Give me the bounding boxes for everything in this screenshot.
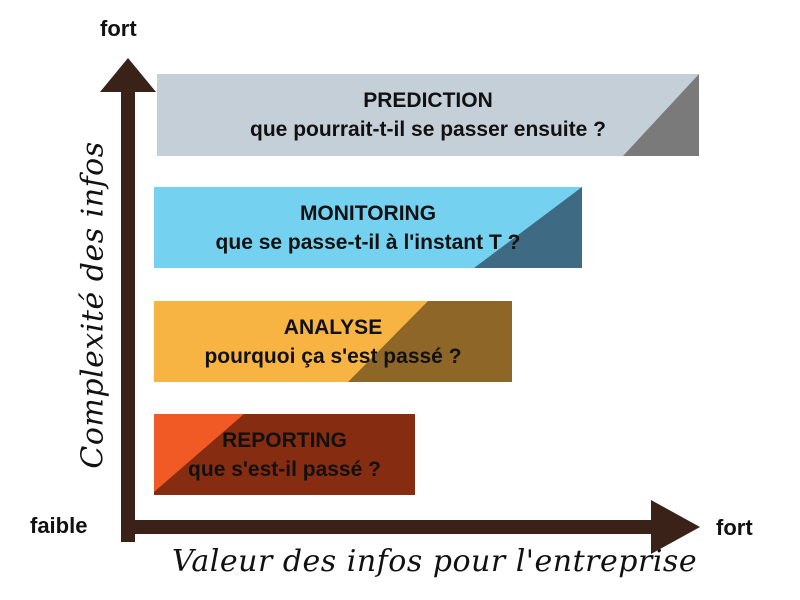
x-axis-high-label: fort	[716, 515, 753, 540]
band-monitoring: MONITORING que se passe-t-il à l'instant…	[154, 187, 582, 268]
band-monitoring-shade	[474, 187, 582, 268]
band-analyse: ANALYSE pourquoi ça s'est passé ?	[154, 301, 512, 382]
band-analyse-shade	[348, 301, 512, 382]
y-axis-title: Complexité des infos	[75, 141, 111, 469]
band-prediction-fill	[157, 74, 699, 156]
band-prediction-title: PREDICTION	[363, 89, 493, 112]
band-monitoring-background	[154, 187, 582, 268]
band-analyse-background	[154, 301, 512, 382]
band-monitoring-text: MONITORING que se passe-t-il à l'instant…	[154, 187, 582, 268]
band-analyse-title: ANALYSE	[283, 315, 383, 339]
y-axis-line	[121, 82, 135, 542]
origin-low-label: faible	[30, 513, 88, 538]
band-monitoring-subtitle: que se passe-t-il à l'instant T ?	[215, 230, 521, 254]
band-prediction-shade	[623, 74, 699, 156]
band-prediction-subtitle: que pourrait-t-il se passer ensuite ?	[250, 118, 606, 141]
band-reporting-subtitle: que s'est-il passé ?	[188, 457, 381, 481]
band-prediction: PREDICTION que pourrait-t-il se passer e…	[157, 74, 699, 156]
band-reporting-shade	[154, 414, 415, 495]
band-analyse-subtitle: pourquoi ça s'est passé ?	[204, 344, 462, 368]
band-reporting-background	[154, 414, 415, 495]
x-axis-title: Valeur des infos pour l'entreprise	[172, 544, 698, 579]
band-prediction-text: PREDICTION que pourrait-t-il se passer e…	[157, 74, 699, 156]
band-analyse-text: ANALYSE pourquoi ça s'est passé ?	[154, 301, 512, 382]
x-axis-arrowhead	[651, 500, 700, 554]
band-reporting-text: REPORTING que s'est-il passé ?	[154, 414, 415, 495]
y-axis-high-label: fort	[100, 16, 137, 41]
y-axis-arrowhead	[100, 58, 156, 92]
band-monitoring-title: MONITORING	[299, 201, 437, 225]
band-reporting-title: REPORTING	[222, 428, 347, 452]
band-reporting: REPORTING que s'est-il passé ?	[154, 414, 415, 495]
x-axis-line	[121, 520, 669, 534]
band-prediction-background	[157, 74, 699, 156]
